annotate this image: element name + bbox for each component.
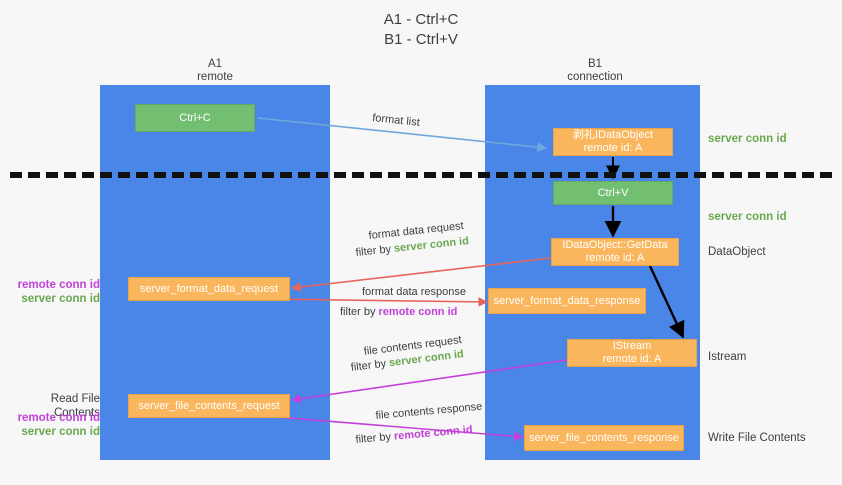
label-istream: Istream <box>708 351 747 363</box>
title-line-2: B1 - Ctrl+V <box>384 31 458 48</box>
column-b1-name: B1 <box>587 58 603 70</box>
label-server-conn-id-2: server conn id <box>21 426 100 438</box>
annotation-filter-by-remote-conn-id-4: filter by remote conn id <box>355 423 473 447</box>
annotation-file-contents-response: file contents response <box>375 400 483 422</box>
box-ctrl-c[interactable]: Ctrl+C <box>135 104 255 132</box>
box-idataobject-line1: 剥礼IDataObject <box>572 129 654 141</box>
label-write-file-contents: Write File Contents <box>708 432 806 444</box>
label-read-file-contents: Read File Contents <box>50 393 100 419</box>
box-idataobject-getdata[interactable]: IDataObject::GetData remote id: A <box>551 238 679 266</box>
box-server-format-data-request[interactable]: server_format_data_request <box>128 277 290 301</box>
box-getdata-line2: remote id: A <box>585 252 645 264</box>
box-server-file-contents-request-label: server_file_contents_request <box>138 399 280 412</box>
box-ctrl-v[interactable]: Ctrl+V <box>553 181 673 205</box>
box-istream-line1: IStream <box>612 340 652 352</box>
box-ctrl-c-label: Ctrl+C <box>179 111 211 124</box>
annotation-filter-prefix-2: filter by <box>340 306 379 318</box>
timeline-divider <box>10 172 832 178</box>
title-line-1: A1 - Ctrl+C <box>383 11 459 28</box>
annotation-filter-prefix-3: filter by <box>350 357 390 374</box>
box-server-file-contents-request[interactable]: server_file_contents_request <box>128 394 290 418</box>
page-title: A1 - Ctrl+C B1 - Ctrl+V <box>0 10 842 50</box>
box-idataobject-line2: remote id: A <box>583 142 643 154</box>
box-server-format-data-request-label: server_format_data_request <box>139 282 279 295</box>
label-server-conn-id-1: server conn id <box>21 293 100 305</box>
annotation-filter-by-remote-conn-id-2: filter by remote conn id <box>340 305 457 319</box>
label-group-conn-ids-2: remote conn id server conn id <box>8 411 100 439</box>
annotation-filter-prefix-1: filter by <box>355 242 395 259</box>
box-server-format-data-response-label: server_format_data_response <box>493 294 641 307</box>
column-header-a1: A1 remote <box>135 58 295 84</box>
box-getdata-line1: IDataObject::GetData <box>562 239 668 251</box>
label-server-conn-id-mid: server conn id <box>708 211 787 223</box>
label-remote-conn-id-2: remote conn id <box>17 412 100 424</box>
column-a1-sub: remote <box>197 71 233 83</box>
annotation-filter-key-2: remote conn id <box>378 306 458 318</box>
box-ctrl-v-label: Ctrl+V <box>597 186 629 199</box>
label-dataobject: DataObject <box>708 246 766 258</box>
label-server-conn-id-top: server conn id <box>708 133 787 145</box>
column-header-b1: B1 connection <box>515 58 675 84</box>
box-idataobject[interactable]: 剥礼IDataObject remote id: A <box>553 128 673 156</box>
box-server-format-data-response[interactable]: server_format_data_response <box>488 288 646 314</box>
box-server-file-contents-response[interactable]: server_file_contents_response <box>524 425 684 451</box>
annotation-filter-prefix-4: filter by <box>355 430 395 446</box>
annotation-format-list: format list <box>371 111 421 129</box>
box-istream-line2: remote id: A <box>602 353 662 365</box>
annotation-format-data-response: format data response <box>362 286 466 298</box>
label-remote-conn-id-1: remote conn id <box>17 279 100 291</box>
label-group-conn-ids-1: remote conn id server conn id <box>8 278 100 306</box>
box-server-file-contents-response-label: server_file_contents_response <box>529 431 679 444</box>
column-b1-sub: connection <box>567 71 623 83</box>
annotation-filter-key-4: remote conn id <box>393 423 474 443</box>
column-a1-name: A1 <box>207 58 223 70</box>
box-istream[interactable]: IStream remote id: A <box>567 339 697 367</box>
